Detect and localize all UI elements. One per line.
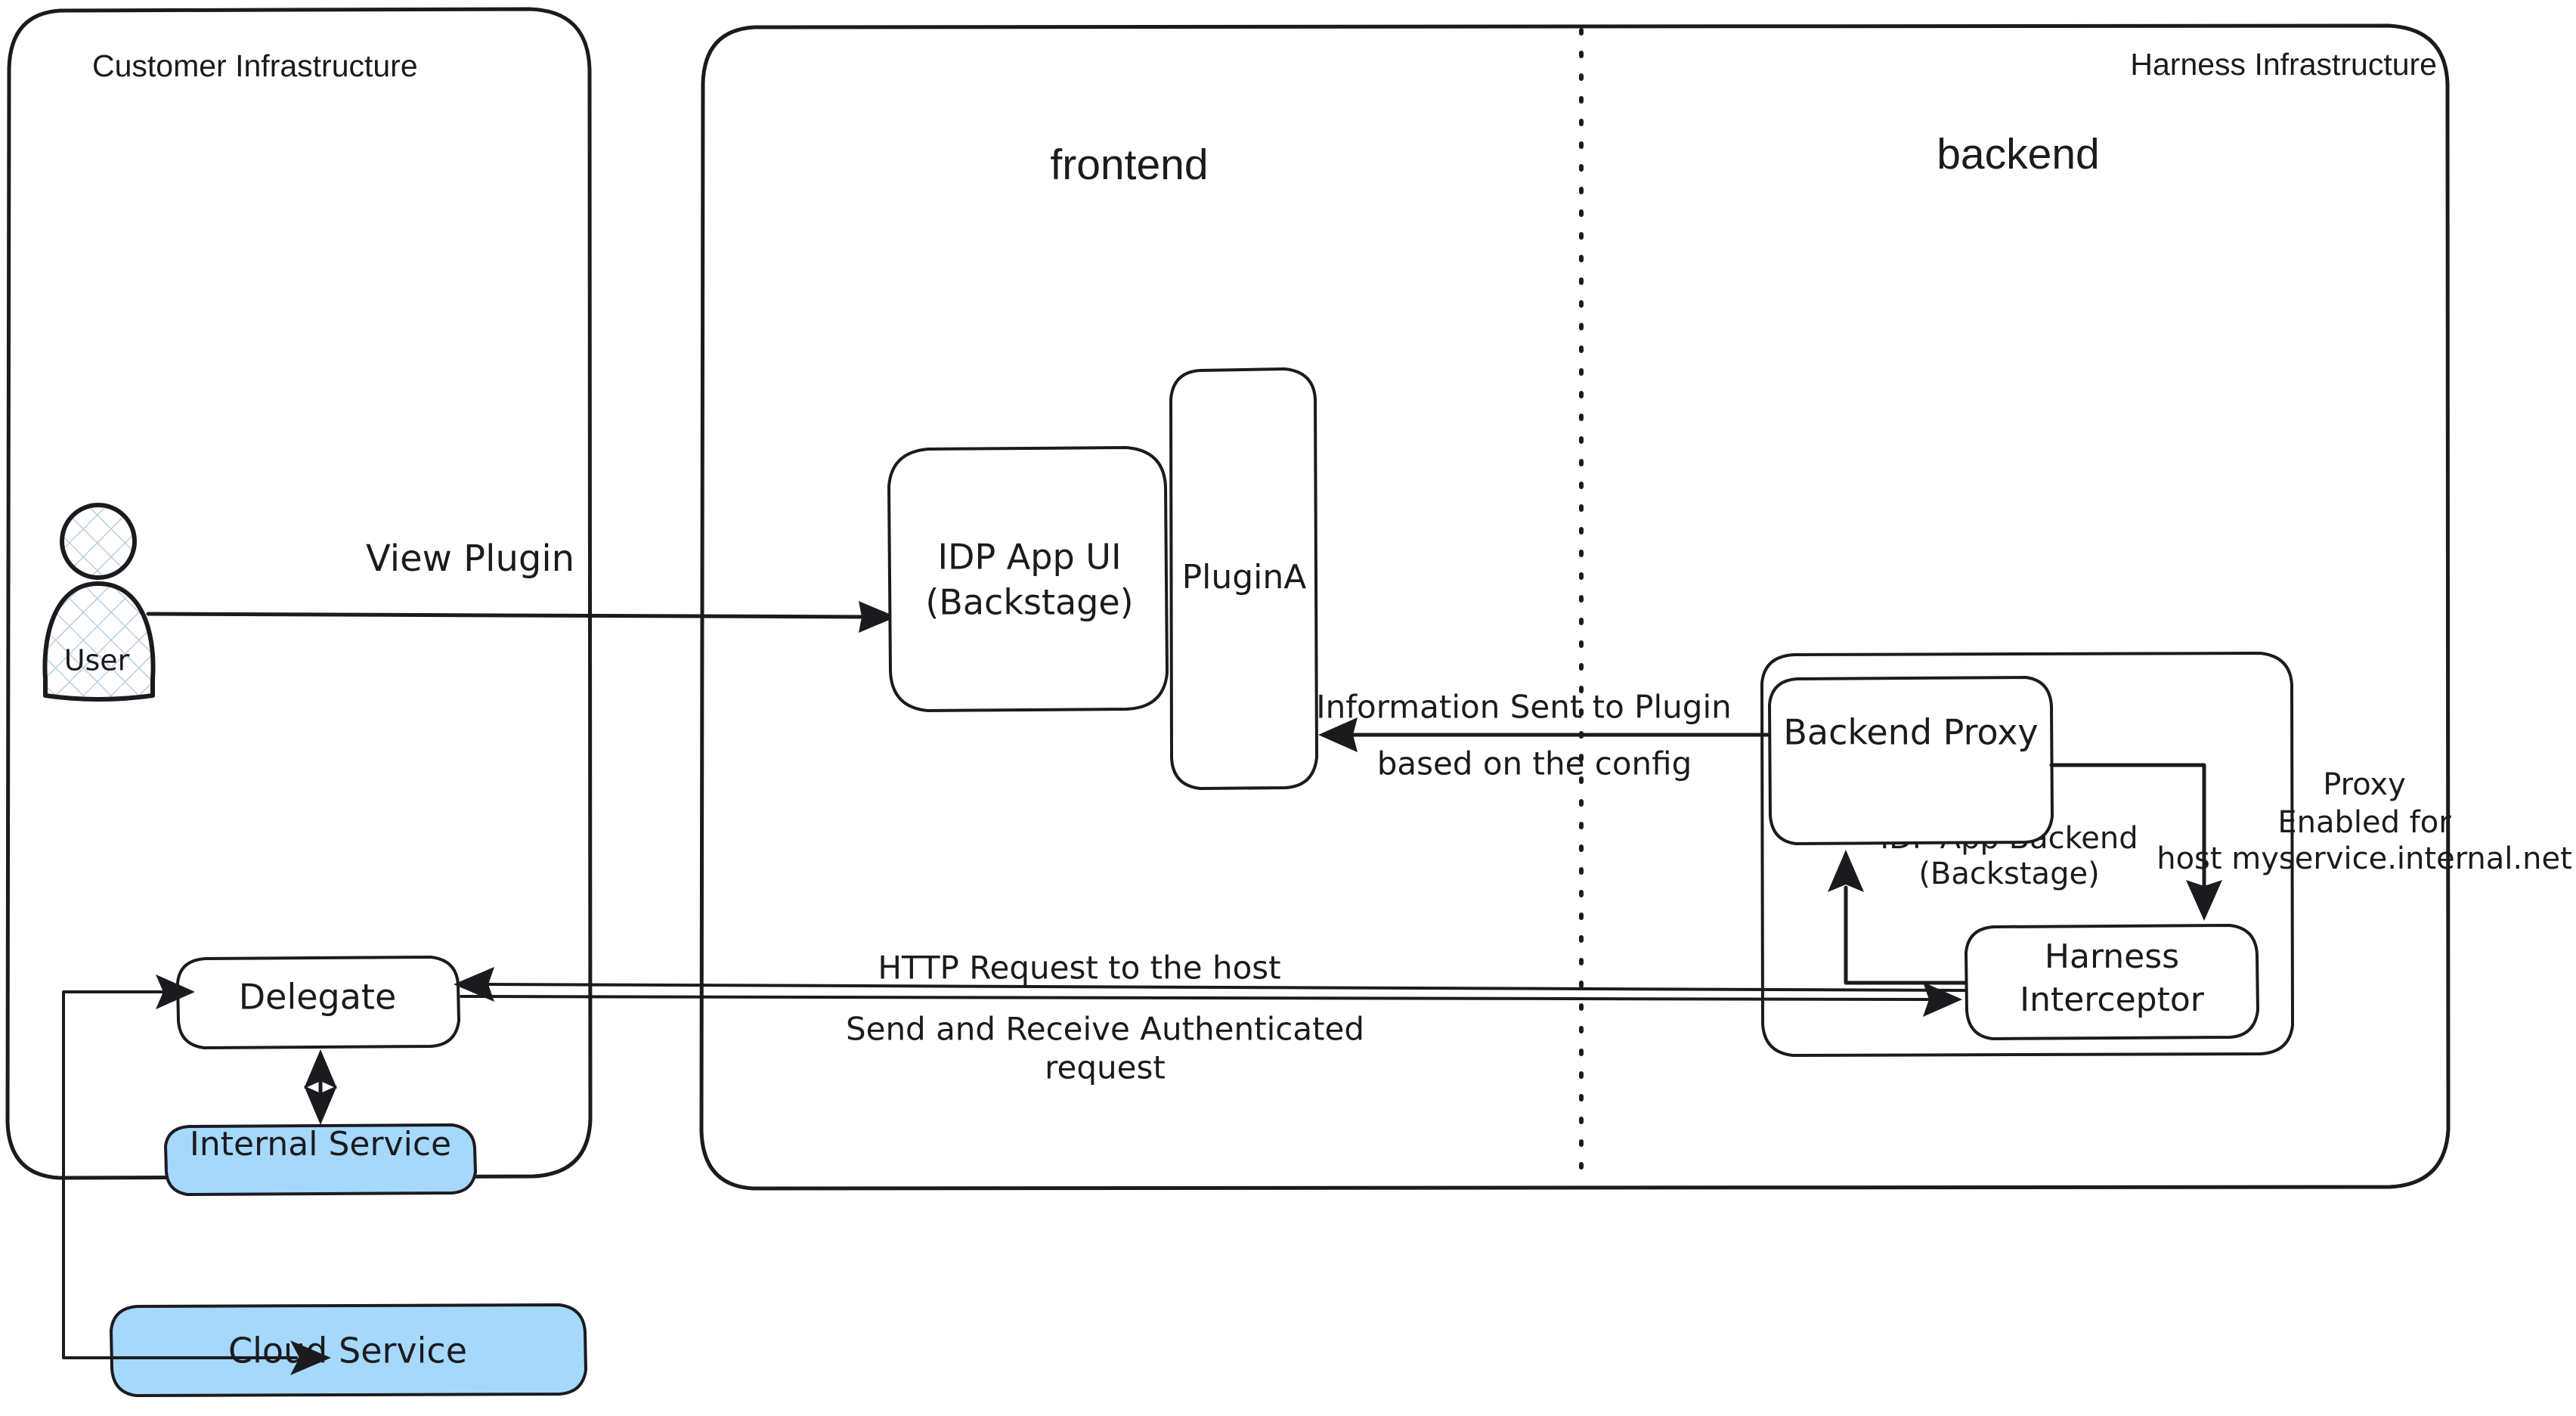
node-harness-interceptor[interactable]: Harness Interceptor xyxy=(1965,924,2259,1040)
edge-view-plugin: View Plugin xyxy=(146,538,896,633)
edge-label-auth-request-line2: request xyxy=(1045,1049,1166,1086)
edge-proxy-to-interceptor xyxy=(2049,763,2222,921)
edge-http-request-to-delegate: HTTP Request to the host Send and Receiv… xyxy=(454,950,1967,1086)
node-idp-app-ui-label-line2: (Backstage) xyxy=(925,582,1133,623)
node-plugin-a[interactable]: PluginA xyxy=(1169,367,1318,790)
edge-label-info-sent-line1: Information Sent to Plugin xyxy=(1316,689,1732,726)
edge-interceptor-to-proxy xyxy=(1828,850,1968,985)
node-internal-service-label: Internal Service xyxy=(190,1125,451,1163)
edge-information-sent-to-plugin: Information Sent to Plugin based on the … xyxy=(1316,689,1785,782)
edge-label-info-sent-line2: based on the config xyxy=(1377,745,1692,782)
user-figure-icon xyxy=(42,503,156,702)
node-idp-app-ui[interactable]: IDP App UI (Backstage) xyxy=(887,446,1169,712)
node-internal-service[interactable]: Internal Service xyxy=(164,1123,477,1196)
user-label: User xyxy=(64,644,130,677)
annotation-proxy-enabled-line3: host myservice.internal.net xyxy=(2156,841,2572,876)
edge-label-auth-request-line1: Send and Receive Authenticated xyxy=(846,1011,1364,1048)
node-cloud-service[interactable]: Cloud Service xyxy=(110,1303,587,1397)
group-idp-app-backend-label-line2: (Backstage) xyxy=(1918,857,2099,891)
harness-infrastructure-label: Harness Infrastructure xyxy=(2130,47,2437,82)
node-delegate[interactable]: Delegate xyxy=(176,956,460,1049)
node-backend-proxy-label: Backend Proxy xyxy=(1783,712,2038,753)
frontend-label: frontend xyxy=(1050,141,1208,189)
backend-label: backend xyxy=(1937,130,2100,178)
node-harness-interceptor-label-line1: Harness xyxy=(2045,937,2179,976)
annotation-proxy-enabled-line1: Proxy xyxy=(2323,767,2406,802)
customer-infrastructure-label: Customer Infrastructure xyxy=(92,48,418,83)
node-backend-proxy[interactable]: Backend Proxy xyxy=(1768,676,2054,845)
node-idp-app-ui-label-line1: IDP App UI xyxy=(937,537,1121,578)
edge-delegate-internal-service xyxy=(304,1049,337,1125)
node-delegate-label: Delegate xyxy=(239,977,397,1018)
customer-infrastructure-container: Customer Infrastructure xyxy=(5,7,593,1180)
annotation-proxy-enabled: Proxy Enabled for host myservice.interna… xyxy=(2156,767,2572,876)
annotation-proxy-enabled-line2: Enabled for xyxy=(2277,805,2451,840)
edge-label-view-plugin: View Plugin xyxy=(366,538,574,580)
edge-delegate-to-interceptor xyxy=(460,982,1962,1017)
node-plugin-a-label: PluginA xyxy=(1182,558,1307,596)
edge-delegate-to-cloud-service xyxy=(62,974,331,1375)
node-cloud-service-label: Cloud Service xyxy=(228,1331,467,1371)
harness-infrastructure-container: Harness Infrastructure xyxy=(699,23,2451,1191)
node-harness-interceptor-label-line2: Interceptor xyxy=(2020,981,2205,1019)
edge-label-http-request: HTTP Request to the host xyxy=(878,950,1280,987)
